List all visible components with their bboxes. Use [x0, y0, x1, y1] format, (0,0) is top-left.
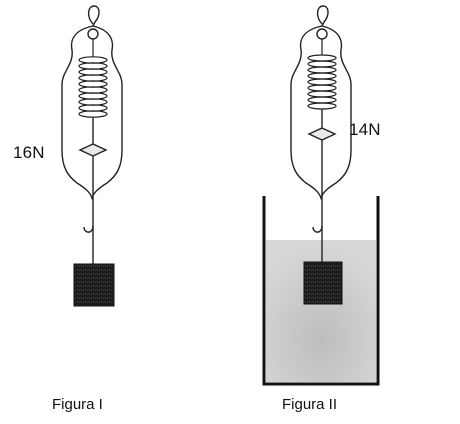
figure-1-spring-scale: [61, 5, 123, 264]
figure-1-caption: Figura I: [52, 396, 103, 413]
figure-2-caption: Figura II: [282, 396, 338, 413]
figure-2-reading: 14N: [349, 120, 381, 139]
figure-1-scale-body: [61, 25, 123, 201]
figure-1-top-hook: [87, 5, 100, 27]
figure-1-reading: 16N: [13, 143, 45, 162]
figure-2-spring-scale: [290, 5, 352, 262]
figure-1-pointer-diamond: [78, 143, 108, 157]
figure-1-spring-coil: [78, 39, 108, 118]
figure-2-bottom-hook: [312, 210, 323, 233]
figure-1-top-ring: [87, 28, 99, 40]
figure-2-spring-coil: [307, 39, 337, 110]
figure-2-top-ring: [316, 28, 328, 40]
figure-2-container: [262, 196, 380, 386]
figure-2-scale-body: [290, 25, 352, 201]
figure-2-top-hook: [316, 5, 329, 27]
figure-1-bottom-hook: [83, 210, 94, 233]
figure-2-pointer-diamond: [307, 127, 337, 141]
figure-1-weight-block: [73, 263, 115, 307]
figure-2-weight-block: [303, 261, 343, 305]
figure-2-liquid: [266, 240, 376, 382]
